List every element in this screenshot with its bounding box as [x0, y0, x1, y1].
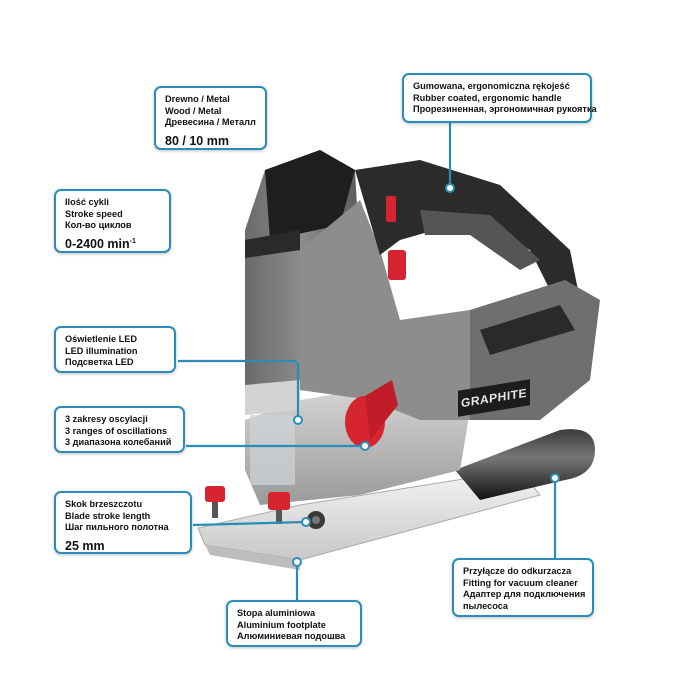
handle-line-pl: Gumowana, ergonomiczna rękojeść	[413, 81, 570, 91]
stroke-speed-unit-exponent: -1	[129, 237, 136, 245]
callout-vacuum-fitting: Przyłącze do odkurzacza Fitting for vacu…	[452, 558, 594, 617]
footplate-line-en: Aluminium footplate	[237, 619, 326, 630]
stroke-speed-line-pl: Ilość cykli	[65, 197, 109, 207]
footplate-line-pl: Stopa aluminiowa	[237, 608, 316, 618]
oscillation-line-pl: 3 zakresy oscylacji	[65, 414, 148, 424]
led-marker	[293, 415, 303, 425]
stroke-speed-line-ru: Кол-во циклов	[65, 220, 132, 230]
led-line-pl: Oświetlenie LED	[65, 334, 137, 344]
cutting-depth-line-ru: Древесина / Металл	[165, 117, 256, 127]
stroke-length-value: 25 mm	[65, 538, 105, 553]
footplate-line-ru: Алюминиевая подошва	[237, 631, 346, 641]
callout-footplate: Stopa aluminiowa Aluminium footplate Алю…	[226, 600, 362, 647]
led-line-ru: Подсветка LED	[65, 357, 134, 367]
led-line-en: LED illumination	[65, 345, 138, 356]
handle-line-en: Rubber coated, ergonomic handle	[413, 92, 562, 103]
stroke-speed-value: 0-2400 min-1	[65, 237, 160, 251]
cutting-depth-line-pl: Drewno / Metal	[165, 94, 230, 104]
stroke-length-marker	[301, 517, 311, 527]
vacuum-line-pl: Przyłącze do odkurzacza	[463, 566, 572, 576]
oscillation-marker	[360, 441, 370, 451]
callout-led: Oświetlenie LED LED illumination Подсвет…	[54, 326, 176, 373]
handle-line-ru: Прорезиненная, эргономичная рукоятка	[413, 104, 597, 114]
callout-oscillation: 3 zakresy oscylacji 3 ranges of oscillat…	[54, 406, 185, 453]
cutting-depth-value: 80 / 10 mm	[165, 133, 229, 148]
stroke-length-line-en: Blade stroke length	[65, 510, 151, 521]
callout-cutting-depth: Drewno / Metal Wood / Metal Древесина / …	[154, 86, 267, 150]
vacuum-line-ru: Адаптер для подключения	[463, 589, 586, 599]
callout-stroke-speed: Ilość cykli Stroke speed Кол-во циклов 0…	[54, 189, 171, 253]
callout-handle: Gumowana, ergonomiczna rękojeść Rubber c…	[402, 73, 597, 123]
stroke-speed-number: 0-2400 min	[65, 236, 130, 251]
vacuum-line-ru-cont: пылесоса	[463, 600, 509, 611]
stroke-length-line-pl: Skok brzeszczotu	[65, 499, 143, 509]
stroke-length-line-ru: Шаг пильного полотна	[65, 522, 169, 532]
handle-marker	[445, 183, 455, 193]
stroke-speed-line-en: Stroke speed	[65, 208, 123, 219]
cutting-depth-line-en: Wood / Metal	[165, 105, 222, 116]
vacuum-line-en: Fitting for vacuum cleaner	[463, 577, 578, 588]
vacuum-marker	[550, 473, 560, 483]
oscillation-line-ru: 3 диапазона колебаний	[65, 437, 172, 447]
callout-stroke-length: Skok brzeszczotu Blade stroke length Шаг…	[54, 491, 192, 554]
oscillation-line-en: 3 ranges of oscillations	[65, 425, 168, 436]
footplate-marker	[292, 557, 302, 567]
